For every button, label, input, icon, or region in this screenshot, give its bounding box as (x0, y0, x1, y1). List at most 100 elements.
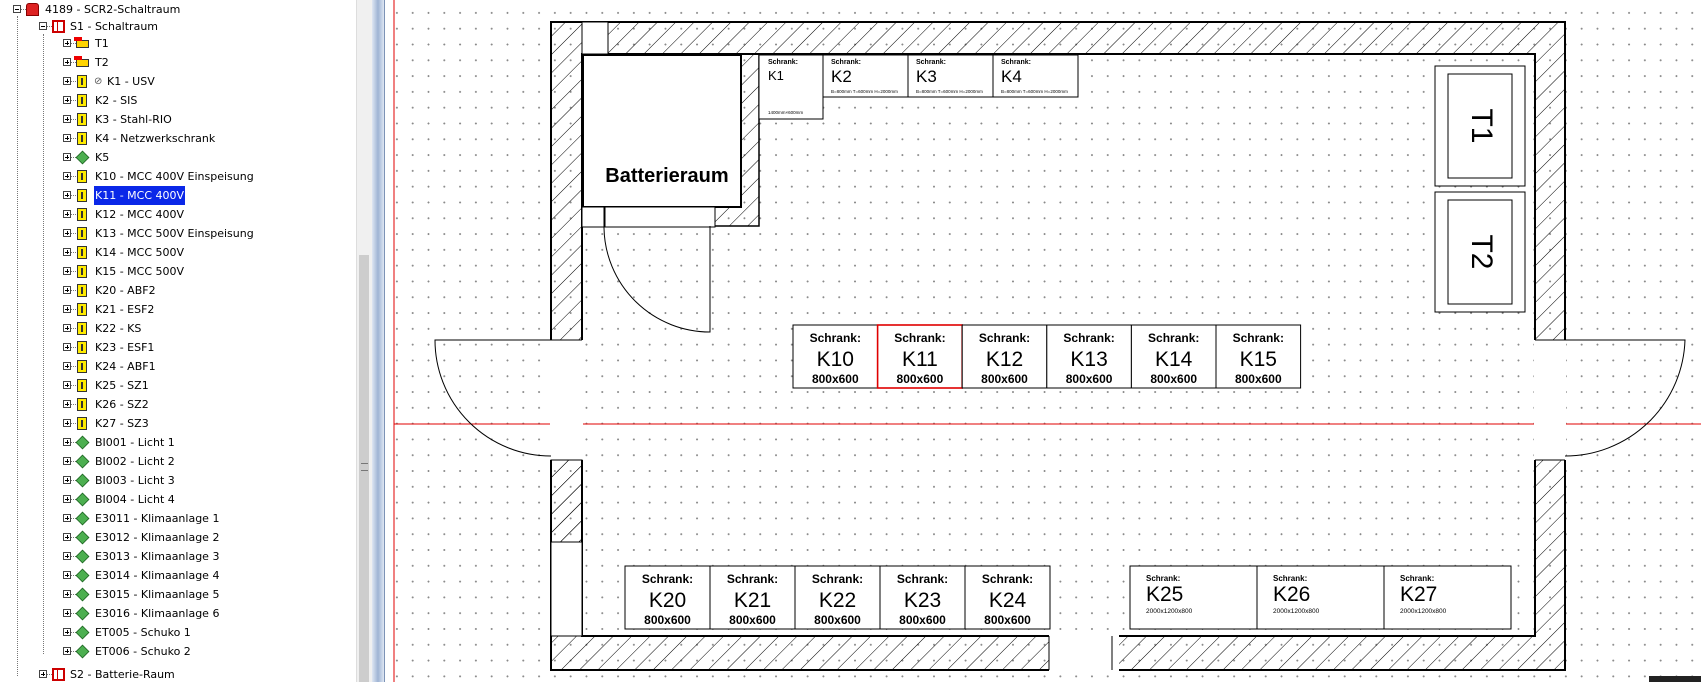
expand-icon[interactable] (63, 609, 71, 617)
tree-node[interactable]: T2 (0, 53, 350, 72)
cabinet-icon (77, 113, 87, 126)
expand-icon[interactable] (63, 362, 71, 370)
expand-icon[interactable] (63, 590, 71, 598)
tree-node[interactable]: K2 - SIS (0, 91, 350, 110)
expand-icon[interactable] (63, 324, 71, 332)
expand-icon[interactable] (63, 533, 71, 541)
tree-scrollbar[interactable] (356, 0, 372, 682)
expand-icon[interactable] (63, 476, 71, 484)
cabinet[interactable]: Schrank:K2B=800mm T=600mm H=2000mm (822, 54, 909, 98)
expand-icon[interactable] (63, 457, 71, 465)
expand-icon[interactable] (63, 210, 71, 218)
expand-icon[interactable] (63, 115, 71, 123)
expand-icon[interactable] (63, 172, 71, 180)
tree-node[interactable]: K26 - SZ2 (0, 395, 350, 414)
expand-icon[interactable] (63, 305, 71, 313)
tree-node-root[interactable]: 4189 - SCR2-Schaltraum (0, 0, 350, 19)
tree-node[interactable]: K15 - MCC 500V (0, 262, 350, 281)
tree-node[interactable]: K22 - KS (0, 319, 350, 338)
floor-plan-drawing[interactable]: Batterieraum Schrank:K11400mm×600mmSchra… (385, 0, 1701, 682)
tree-node[interactable]: E3015 - Klimaanlage 5 (0, 585, 350, 604)
tree-node[interactable]: K14 - MCC 500V (0, 243, 350, 262)
panel-splitter[interactable] (372, 0, 385, 682)
expand-icon[interactable] (63, 628, 71, 636)
tree-node[interactable]: ET006 - Schuko 2 (0, 642, 350, 661)
expand-icon[interactable] (63, 77, 71, 85)
tree-node[interactable]: BI001 - Licht 1 (0, 433, 350, 452)
tree-node[interactable]: K24 - ABF1 (0, 357, 350, 376)
tree-node[interactable]: K10 - MCC 400V Einspeisung (0, 167, 350, 186)
transformer[interactable]: T1 (1434, 65, 1526, 187)
cabinet[interactable]: Schrank:K4B=800mm T=600mm H=2000mm (992, 54, 1079, 98)
tree-node[interactable]: ET005 - Schuko 1 (0, 623, 350, 642)
expand-icon[interactable] (63, 58, 71, 66)
expand-icon[interactable] (63, 343, 71, 351)
expand-icon[interactable] (63, 96, 71, 104)
tree-node[interactable]: K25 - SZ1 (0, 376, 350, 395)
expand-icon[interactable] (63, 39, 71, 47)
tree-node[interactable]: E3013 - Klimaanlage 3 (0, 547, 350, 566)
expand-icon[interactable] (63, 267, 71, 275)
tree-node[interactable]: BI004 - Licht 4 (0, 490, 350, 509)
tree-node[interactable]: K21 - ESF2 (0, 300, 350, 319)
tree-node[interactable]: E3014 - Klimaanlage 4 (0, 566, 350, 585)
tree-node[interactable]: E3011 - Klimaanlage 1 (0, 509, 350, 528)
expand-icon[interactable] (63, 191, 71, 199)
expand-icon[interactable] (63, 153, 71, 161)
cabinet[interactable]: Schrank:K3B=800mm T=600mm H=2000mm (907, 54, 994, 98)
tree-node[interactable]: K4 - Netzwerkschrank (0, 129, 350, 148)
cabinet-dims-label: 800x600 (981, 372, 1028, 386)
tree-node[interactable]: K23 - ESF1 (0, 338, 350, 357)
tree-node[interactable]: K20 - ABF2 (0, 281, 350, 300)
tree-node[interactable]: T1 (0, 34, 350, 53)
expand-icon[interactable] (63, 514, 71, 522)
expand-icon[interactable] (63, 495, 71, 503)
transformer[interactable]: T2 (1434, 191, 1526, 313)
tree-node-room-s1[interactable]: S1 - Schaltraum (0, 17, 350, 36)
expand-icon[interactable] (63, 381, 71, 389)
expand-icon[interactable] (63, 419, 71, 427)
battery-room[interactable] (582, 54, 742, 208)
tree-node[interactable]: K5 (0, 148, 350, 167)
expand-icon[interactable] (63, 248, 71, 256)
expand-icon[interactable] (63, 134, 71, 142)
tree-node[interactable]: K27 - SZ3 (0, 414, 350, 433)
tree-node[interactable]: E3016 - Klimaanlage 6 (0, 604, 350, 623)
tree-node[interactable]: ⊘K1 - USV (0, 72, 350, 91)
expand-icon[interactable] (63, 552, 71, 560)
tree-node[interactable]: K11 - MCC 400V (0, 186, 350, 205)
tree-node[interactable]: E3012 - Klimaanlage 2 (0, 528, 350, 547)
tree-node[interactable]: BI003 - Licht 3 (0, 471, 350, 490)
tree-node[interactable]: BI002 - Licht 2 (0, 452, 350, 471)
tree-node-room-s2[interactable]: S2 - Batterie-Raum (0, 665, 350, 682)
tree-node[interactable]: K12 - MCC 400V (0, 205, 350, 224)
expand-icon[interactable] (63, 286, 71, 294)
expand-icon[interactable] (63, 647, 71, 655)
expand-icon[interactable] (63, 400, 71, 408)
collapse-icon[interactable] (13, 5, 21, 13)
scrollbar-thumb[interactable] (359, 255, 369, 682)
expand-icon[interactable] (39, 670, 47, 678)
expand-icon[interactable] (63, 571, 71, 579)
tree-node[interactable]: K3 - Stahl-RIO (0, 110, 350, 129)
tree-node[interactable]: K13 - MCC 500V Einspeisung (0, 224, 350, 243)
expand-icon[interactable] (63, 438, 71, 446)
collapse-icon[interactable] (39, 22, 47, 30)
expand-icon[interactable] (63, 229, 71, 237)
